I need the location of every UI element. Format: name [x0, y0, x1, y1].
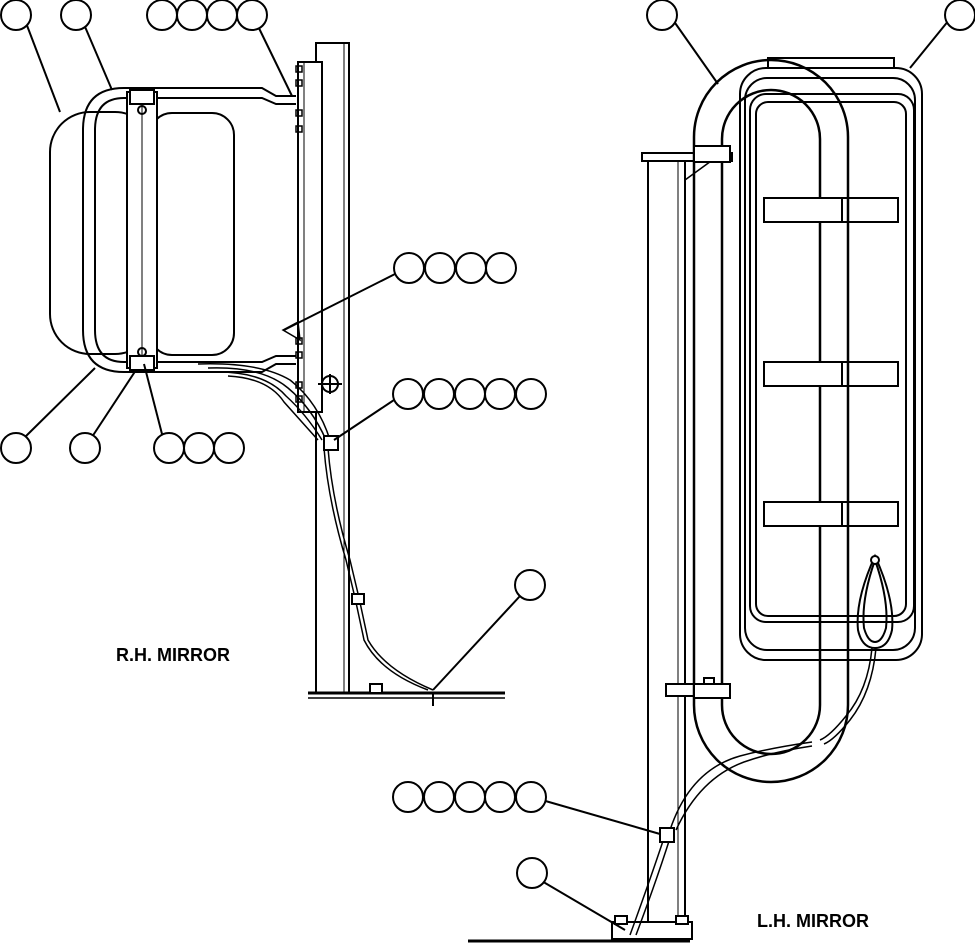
rh-callouts: [0, 0, 547, 691]
rh-adjust-knob: [318, 374, 342, 394]
lh-callouts: [392, 0, 975, 931]
lh-harness: [629, 647, 877, 936]
rh-mirror-assembly: [0, 0, 547, 706]
lh-mount-post: [647, 155, 686, 935]
rh-mirror-caption: R.H. MIRROR: [116, 645, 230, 665]
rh-mirror-head: [149, 112, 235, 356]
lh-brace-caps: [763, 197, 843, 527]
lh-mirror-assembly: [392, 0, 975, 943]
lh-upper-support: [641, 152, 733, 162]
lh-mirror-caption: L.H. MIRROR: [757, 911, 869, 931]
rh-harness-clip-lower: [351, 593, 365, 605]
lh-mirror-glass: [749, 93, 915, 623]
lh-harness-clip: [659, 827, 675, 843]
lh-connector: [856, 553, 894, 650]
lh-mirror-arm: [692, 58, 850, 784]
rh-mirror-arm: [82, 87, 296, 373]
